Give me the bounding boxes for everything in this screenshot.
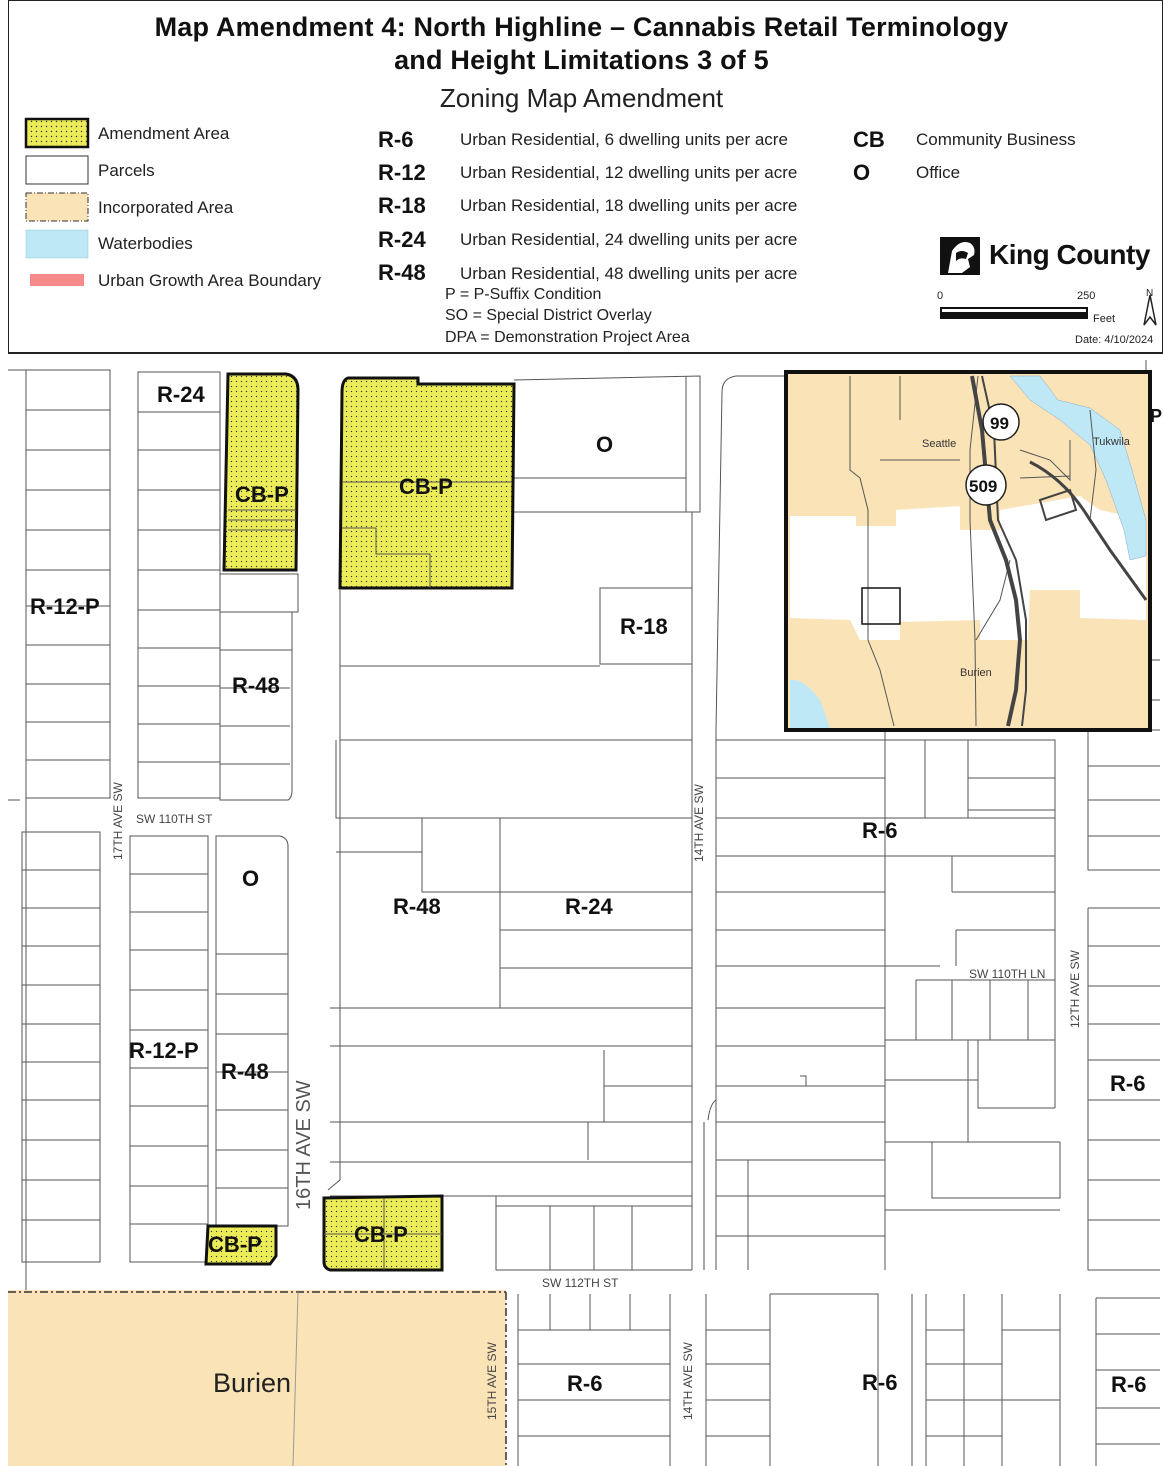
- zone-label-r6-b2: R-6: [862, 1370, 897, 1395]
- street-label-15th-ave: 15TH AVE SW: [485, 1342, 499, 1420]
- white-box-swatch: [25, 155, 89, 185]
- inset-locator-map: [784, 370, 1152, 732]
- inset-label-burien: Burien: [960, 667, 992, 679]
- legend-label-waterbodies: Waterbodies: [98, 234, 193, 253]
- map-subtitle: Zoning Map Amendment: [439, 83, 724, 113]
- tan-dashed-swatch: [25, 192, 89, 222]
- parcel-lines: [8, 360, 1160, 1466]
- street-label-12th-ave: 12TH AVE SW: [1068, 950, 1082, 1028]
- note-p-suffix: P = P-Suffix Condition: [445, 286, 602, 303]
- zone-desc-r6: Urban Residential, 6 dwelling units per …: [460, 130, 788, 149]
- zone-label-r48-b: R-48: [393, 894, 441, 919]
- zoning-map[interactable]: R-24 CB-P CB-P O R-12-P R-18 R-48 R-6 O …: [8, 354, 1163, 1466]
- north-label: N: [1146, 288, 1154, 299]
- street-label-16th-ave: 16TH AVE SW: [293, 1080, 315, 1210]
- zone-label-o-mid: O: [242, 866, 259, 891]
- street-label-sw-110th-st: SW 110TH ST: [136, 812, 213, 826]
- zone-desc-r12: Urban Residential, 12 dwelling units per…: [460, 163, 798, 182]
- burien-incorporated-area: [8, 1290, 506, 1466]
- zone-desc-o: Office: [916, 163, 961, 182]
- zone-code-r24: R-24: [378, 227, 426, 252]
- zone-code-r48: R-48: [378, 260, 426, 285]
- zone-label-r18: R-18: [620, 614, 668, 639]
- legend-swatches: [24, 117, 90, 286]
- amendment-area-cbp-north[interactable]: [338, 376, 516, 590]
- zone-label-cbp-b: CB-P: [399, 474, 453, 499]
- zone-code-r12: R-12: [378, 160, 426, 185]
- zone-code-r18: R-18: [378, 193, 426, 218]
- red-line-swatch: [30, 274, 84, 286]
- zone-label-r24-b: R-24: [565, 894, 613, 919]
- zone-desc-r48: Urban Residential, 48 dwelling units per…: [460, 264, 798, 283]
- north-arrow-icon: [1143, 294, 1157, 326]
- blue-swatch: [25, 229, 89, 259]
- city-label-burien: Burien: [213, 1368, 291, 1398]
- zone-label-cbp-a: CB-P: [235, 482, 289, 507]
- amendment-area-cbp-southwest[interactable]: [204, 1224, 278, 1266]
- legend-panel: [8, 0, 1163, 354]
- legend-label-amendment: Amendment Area: [98, 124, 230, 143]
- map-title-line1: Map Amendment 4: North Highline – Cannab…: [154, 12, 1009, 42]
- zone-code-o: O: [853, 160, 871, 185]
- zone-label-r12p-b: R-12-P: [129, 1038, 199, 1063]
- zone-code-r6: R-6: [378, 127, 414, 152]
- king-county-logo-text: King County: [989, 239, 1150, 270]
- zone-desc-r18: Urban Residential, 18 dwelling units per…: [460, 196, 798, 215]
- king-county-logo-icon: [940, 237, 980, 275]
- note-so: SO = Special District Overlay: [445, 307, 652, 324]
- amendment-area-cbp-south[interactable]: [322, 1194, 444, 1272]
- route-509-shield-icon: [965, 464, 1007, 506]
- street-label-17th-ave: 17TH AVE SW: [111, 782, 125, 860]
- inset-label-seattle: Seattle: [922, 438, 956, 450]
- zone-label-p-edge: P: [1150, 406, 1162, 426]
- zone-label-r6-right: R-6: [1110, 1071, 1145, 1096]
- scale-unit: Feet: [1093, 313, 1116, 325]
- zone-label-cbp-d: CB-P: [354, 1222, 408, 1247]
- street-label-14th-ave-south: 14TH AVE SW: [681, 1342, 695, 1420]
- zone-label-r48-a: R-48: [232, 673, 280, 698]
- zone-label-r12p: R-12-P: [30, 594, 100, 619]
- inset-label-tukwila: Tukwila: [1093, 436, 1131, 448]
- legend-label-incorporated: Incorporated Area: [98, 198, 234, 217]
- inset-route-99: 99: [990, 414, 1009, 433]
- inset-route-509: 509: [969, 477, 997, 496]
- legend-label-parcels: Parcels: [98, 161, 155, 180]
- scale-bar: [940, 294, 1157, 326]
- zone-label-r6-mid: R-6: [862, 818, 897, 843]
- scale-end: 250: [1077, 290, 1096, 302]
- street-label-sw-110th-ln: SW 110TH LN: [969, 967, 1045, 981]
- zone-label-r24-top: R-24: [157, 382, 205, 407]
- zone-code-cb: CB: [853, 127, 885, 152]
- inset-locator-box: [861, 587, 901, 625]
- street-label-14th-ave: 14TH AVE SW: [692, 784, 706, 862]
- amendment-area-cbp-northwest[interactable]: [222, 372, 300, 572]
- zone-desc-r24: Urban Residential, 24 dwelling units per…: [460, 230, 798, 249]
- zone-label-cbp-c: CB-P: [208, 1232, 262, 1257]
- street-label-sw-112th-st: SW 112TH ST: [542, 1276, 619, 1290]
- scale-start: 0: [937, 290, 944, 302]
- map-date: Date: 4/10/2024: [1075, 334, 1154, 346]
- zone-label-r6-b1: R-6: [567, 1371, 602, 1396]
- map-title-line2: and Height Limitations 3 of 5: [394, 45, 769, 75]
- zone-label-r48-c: R-48: [221, 1059, 269, 1084]
- note-dpa: DPA = Demonstration Project Area: [445, 329, 690, 346]
- zone-desc-cb: Community Business: [916, 130, 1076, 149]
- stippled-yellow-swatch: [24, 117, 90, 149]
- zone-label-r6-b3: R-6: [1111, 1372, 1146, 1397]
- route-99-shield-icon: [982, 403, 1020, 441]
- legend-label-uga: Urban Growth Area Boundary: [98, 271, 322, 290]
- zone-label-o-top: O: [596, 432, 613, 457]
